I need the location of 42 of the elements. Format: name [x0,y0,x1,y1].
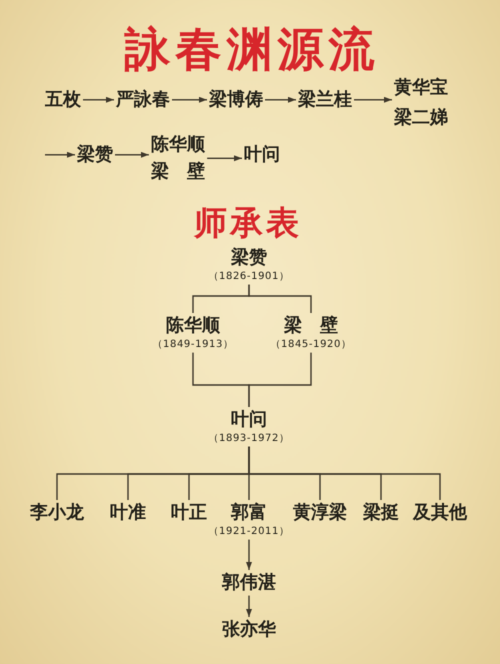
arrow [246,540,252,570]
person-name: 张亦华 [222,619,276,641]
person-name: 叶正 [171,502,207,524]
connector-line [248,446,441,500]
year-range: （1849-1913） [152,338,234,351]
arrow [83,96,114,103]
person-name: 梁 壁 [284,315,338,337]
person-name: 郭富 [231,502,267,524]
heading: 师承表 [194,203,302,243]
arrow [207,155,242,162]
year-range: （1893-1972） [208,432,290,445]
person-name: 五枚 [45,89,81,111]
person-name: 陈华顺 [151,134,205,156]
person-name: 梁兰桂 [298,89,352,111]
person-name: 梁博俦 [209,89,263,111]
person-name: 黄华宝 [394,77,448,99]
connector-line [248,284,312,313]
arrow [45,152,75,158]
person-name: 梁挺 [363,502,399,524]
arrow [246,596,252,617]
year-range: （1921-2011） [208,526,290,538]
year-range: （1845-1920） [270,338,352,351]
person-name: 梁赞 [77,144,113,166]
person-name: 郭伟湛 [222,572,276,594]
person-name: 叶问 [231,409,267,431]
person-name: 梁 壁 [150,160,206,183]
arrow [115,152,149,158]
arrow [265,96,296,103]
person-name: 梁二娣 [394,106,448,129]
title: 詠春渊源流 [124,22,380,78]
person-name: 严詠春 [116,89,170,111]
person-name: 黄淳梁 [293,502,347,524]
person-name: 叶问 [244,144,280,166]
person-name: 李小龙 [30,502,84,524]
arrow [354,96,392,103]
person-name: 及其他 [413,502,467,524]
person-name: 梁赞 [231,247,267,269]
person-name: 叶准 [110,502,146,524]
connector-line [248,352,312,407]
person-name: 陈华顺 [166,315,220,337]
year-range: （1826-1901） [208,270,290,283]
arrow [172,96,207,103]
